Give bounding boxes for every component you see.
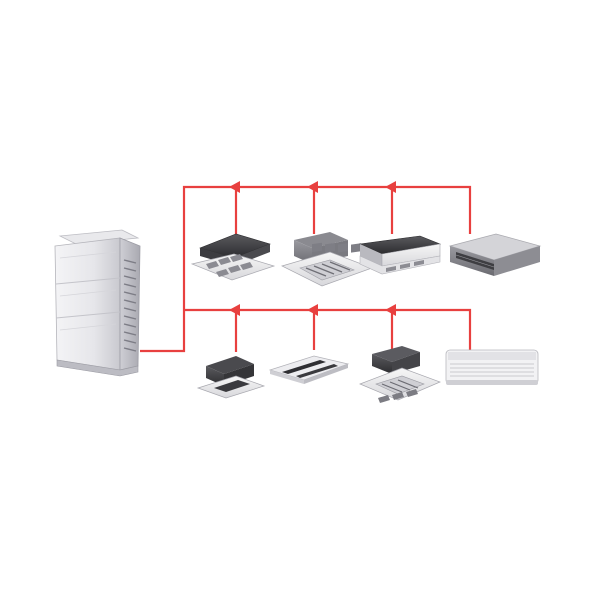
four-way-cassette-icon	[281, 232, 374, 287]
wall-mounted-split-icon	[445, 349, 539, 385]
ducted-unit-icon	[448, 233, 542, 276]
two-way-cassette-icon	[268, 355, 350, 384]
flow-arrow-icon	[307, 181, 318, 193]
four-way-cassette-icon	[359, 346, 441, 403]
main-pipe	[140, 185, 472, 353]
flow-arrow-icon	[229, 181, 240, 193]
lower-header-pipe	[184, 308, 472, 350]
one-way-cassette-icon	[196, 356, 266, 399]
vrf-outdoor-unit-icon	[54, 229, 141, 377]
ceiling-suspended-icon	[358, 235, 442, 275]
flow-arrow-icon	[385, 304, 396, 316]
ceiling-cassette-compact-icon	[190, 233, 276, 281]
flow-arrows	[229, 181, 396, 316]
flow-arrow-icon	[307, 304, 318, 316]
flow-arrow-icon	[385, 181, 396, 193]
flow-arrow-icon	[229, 304, 240, 316]
refrigerant-pipe-network	[140, 185, 472, 353]
